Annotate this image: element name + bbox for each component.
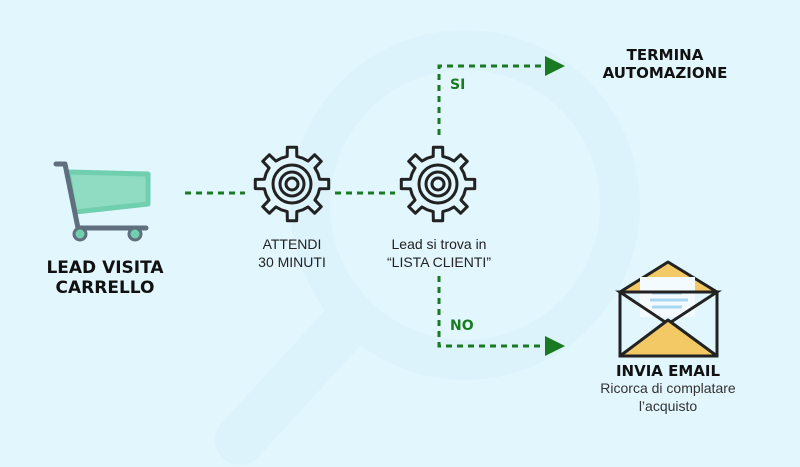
connectors xyxy=(185,64,545,348)
end-yes-line1: TERMINA xyxy=(626,46,704,64)
gear-ring xyxy=(284,176,300,192)
arrow-no-icon xyxy=(545,336,565,356)
wait-line1: ATTENDI xyxy=(262,236,322,252)
start-title-line2: CARRELLO xyxy=(55,278,155,299)
start-title-line1: LEAD VISITA xyxy=(46,258,164,278)
end-yes-label: TERMINA AUTOMAZIONE xyxy=(585,46,745,82)
wait-node-label: ATTENDI 30 MINUTI xyxy=(242,236,342,271)
gear-ring xyxy=(417,163,459,205)
gear-outline xyxy=(253,145,331,223)
end-yes-line2: AUTOMAZIONE xyxy=(602,64,728,82)
connector-yes xyxy=(437,64,545,135)
branch-yes-label: SI xyxy=(450,77,466,93)
watermark-magnifier-icon xyxy=(215,30,640,465)
gear-ring xyxy=(424,170,452,198)
gear-icon xyxy=(399,145,477,223)
gear-ring xyxy=(430,176,446,192)
end-no-sub-line1: Ricorca di complatare xyxy=(600,380,736,396)
connector-no xyxy=(437,276,545,348)
branch-no-label: NO xyxy=(450,318,474,334)
end-no-sub-line2: l’acquisto xyxy=(638,397,698,414)
envelope-icon xyxy=(615,260,723,358)
end-no-title: INVIA EMAIL xyxy=(615,362,721,380)
condition-node-label: Lead si trova in “LISTA CLIENTI” xyxy=(368,236,510,271)
gear-ring xyxy=(271,163,313,205)
arrow-yes-icon xyxy=(545,56,565,76)
gear-outline xyxy=(399,145,477,223)
gear-icon xyxy=(253,145,331,223)
gear-ring xyxy=(278,170,306,198)
start-node-label: LEAD VISITA CARRELLO xyxy=(30,258,180,299)
shopping-cart-icon xyxy=(53,161,151,242)
condition-line2: “LISTA CLIENTI” xyxy=(387,253,491,270)
wait-line2: 30 MINUTI xyxy=(258,253,326,270)
end-no-label: INVIA EMAIL Ricorca di complatare l’acqu… xyxy=(578,362,758,415)
condition-line1: Lead si trova in xyxy=(391,236,487,252)
